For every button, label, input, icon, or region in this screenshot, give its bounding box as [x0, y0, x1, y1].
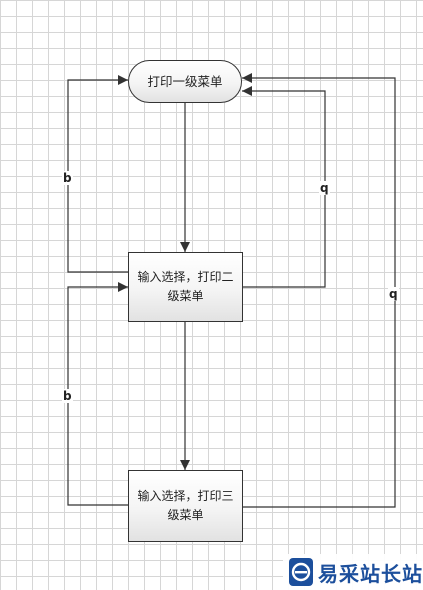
- node-print-menu-1-label: 打印一级菜单: [147, 74, 223, 89]
- edge-label-b-menu3-to-menu2: b: [62, 389, 73, 403]
- node-print-menu-3: 输入选择，打印三级菜单: [128, 470, 243, 542]
- edge-menu3-quit-to-menu1: [242, 73, 396, 508]
- site-watermark: 易采站长站: [283, 554, 423, 590]
- e-letter-icon: [289, 558, 313, 586]
- watermark-text: 易采站长站: [318, 561, 423, 586]
- edge-menu2-quit-to-menu1: [242, 86, 326, 288]
- edge-label-b-menu2-to-menu1: b: [62, 171, 73, 185]
- edge-label-q-menu3-to-menu1: q: [388, 287, 399, 301]
- node-print-menu-1: 打印一级菜单: [128, 60, 242, 103]
- edge-label-q-menu2-to-menu1: q: [319, 181, 330, 195]
- node-print-menu-2-label: 输入选择，打印二级菜单: [137, 270, 234, 303]
- edge-menu2-back-to-menu1: [67, 75, 128, 273]
- node-print-menu-2: 输入选择，打印二级菜单: [128, 252, 243, 322]
- edge-menu3-back-to-menu2: [67, 282, 128, 506]
- node-print-menu-3-label: 输入选择，打印三级菜单: [137, 489, 234, 522]
